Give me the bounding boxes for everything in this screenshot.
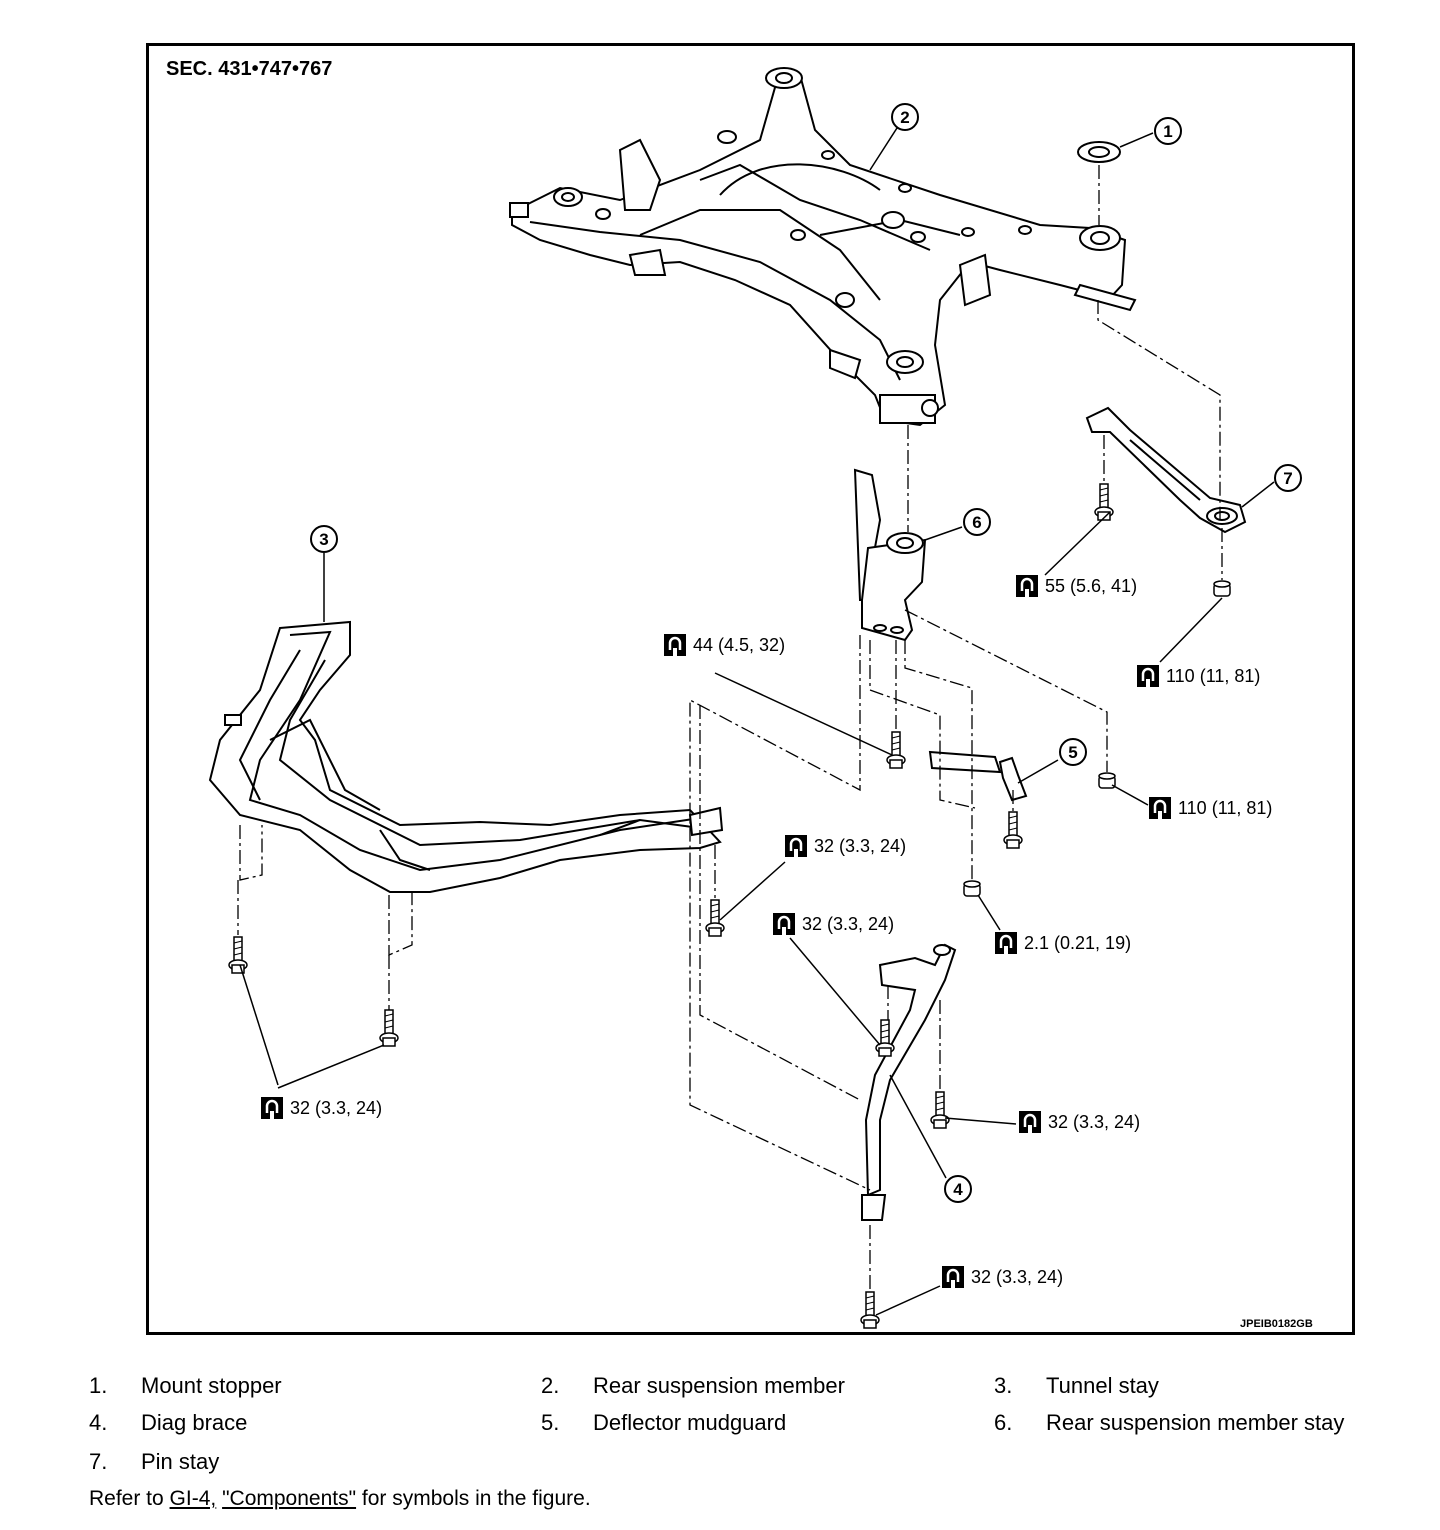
legend-name: Mount stopper xyxy=(141,1373,282,1398)
tunnel-stay xyxy=(208,620,724,893)
gi-4-link[interactable]: GI-4, xyxy=(169,1487,217,1510)
torque-value: 32 (3.3, 24) xyxy=(1048,1111,1141,1132)
callout-1: 1 xyxy=(1154,117,1182,145)
torque-label: 110 (11, 81) xyxy=(1149,797,1272,819)
torque-wrench-icon xyxy=(773,913,795,935)
legend-number: 2. xyxy=(541,1373,560,1398)
reference-suffix: for symbols in the figure. xyxy=(356,1487,591,1510)
legend-name: Tunnel stay xyxy=(1046,1373,1159,1398)
mount-stopper xyxy=(1077,141,1121,163)
legend-name: Rear suspension member xyxy=(593,1373,845,1398)
svg-text:1: 1 xyxy=(1163,122,1172,141)
torque-wrench-icon xyxy=(995,932,1017,954)
components-link[interactable]: "Components" xyxy=(222,1487,357,1510)
torque-wrench-icon xyxy=(664,634,686,656)
legend-number: 1. xyxy=(89,1373,108,1398)
legend-name: Pin stay xyxy=(141,1449,220,1474)
rear-suspension-member xyxy=(509,67,1137,427)
deflector-mudguard xyxy=(928,750,1028,802)
section-title: SEC. 431•747•767 xyxy=(166,58,333,80)
torque-value: 110 (11, 81) xyxy=(1166,665,1261,686)
torque-value: 44 (4.5, 32) xyxy=(693,634,786,655)
svg-text:6: 6 xyxy=(972,513,981,532)
torque-label: 110 (11, 81) xyxy=(1137,665,1260,687)
torque-wrench-icon xyxy=(261,1097,283,1119)
reference-note: Refer to GI-4, "Components" for symbols … xyxy=(89,1487,591,1511)
torque-value: 2.1 (0.21, 19) xyxy=(1024,932,1132,953)
legend-number: 7. xyxy=(89,1449,108,1474)
torque-value: 32 (3.3, 24) xyxy=(802,913,895,934)
rear-suspension-member-stay xyxy=(853,468,927,642)
torque-label: 2.1 (0.21, 19) xyxy=(995,932,1131,954)
svg-text:4: 4 xyxy=(953,1180,963,1199)
torque-value: 110 (11, 81) xyxy=(1178,797,1273,818)
torque-wrench-icon xyxy=(1019,1111,1041,1133)
torque-label: 32 (3.3, 24) xyxy=(261,1097,382,1119)
torque-label: 44 (4.5, 32) xyxy=(664,634,785,656)
torque-wrench-icon xyxy=(1137,665,1159,687)
torque-wrench-icon xyxy=(1149,797,1171,819)
torque-wrench-icon xyxy=(1016,575,1038,597)
legend-number: 3. xyxy=(994,1373,1013,1398)
legend-number: 4. xyxy=(89,1410,108,1435)
legend-name: Rear suspension member stay xyxy=(1046,1410,1345,1435)
torque-label: 32 (3.3, 24) xyxy=(773,913,894,935)
svg-text:5: 5 xyxy=(1068,743,1077,762)
reference-prefix: Refer to xyxy=(89,1487,170,1510)
torque-value: 32 (3.3, 24) xyxy=(971,1266,1064,1287)
figure-frame xyxy=(146,43,1355,1335)
exploded-parts-diagram: 1 2 3 4 5 6 7 xyxy=(208,67,1302,1329)
callout-3: 3 xyxy=(310,525,338,553)
figure-id: JPEIB0182GB xyxy=(1240,1318,1313,1330)
torque-value: 32 (3.3, 24) xyxy=(290,1097,383,1118)
torque-label: 32 (3.3, 24) xyxy=(785,835,906,857)
alignment-lines xyxy=(237,165,1223,1290)
legend-number: 6. xyxy=(994,1410,1013,1435)
callout-4: 4 xyxy=(944,1175,972,1203)
legend-number: 5. xyxy=(541,1410,560,1435)
torque-wrench-icon xyxy=(942,1266,964,1288)
callout-6: 6 xyxy=(963,508,991,536)
pin-stay xyxy=(1085,406,1247,534)
callout-7: 7 xyxy=(1274,464,1302,492)
torque-value: 32 (3.3, 24) xyxy=(814,835,907,856)
svg-text:2: 2 xyxy=(900,108,909,127)
diag-brace xyxy=(861,943,957,1221)
torque-value: 55 (5.6, 41) xyxy=(1045,575,1138,596)
legend-name: Deflector mudguard xyxy=(593,1410,787,1435)
torque-label: 55 (5.6, 41) xyxy=(1016,575,1137,597)
svg-text:7: 7 xyxy=(1283,469,1292,488)
torque-wrench-icon xyxy=(785,835,807,857)
callout-5: 5 xyxy=(1059,738,1087,766)
torque-label: 32 (3.3, 24) xyxy=(1019,1111,1140,1133)
svg-text:3: 3 xyxy=(319,530,328,549)
callout-2: 2 xyxy=(891,103,919,131)
torque-label: 32 (3.3, 24) xyxy=(942,1266,1063,1288)
legend-name: Diag brace xyxy=(141,1410,248,1435)
leader-lines xyxy=(239,127,1275,1316)
fasteners xyxy=(228,483,1231,1329)
